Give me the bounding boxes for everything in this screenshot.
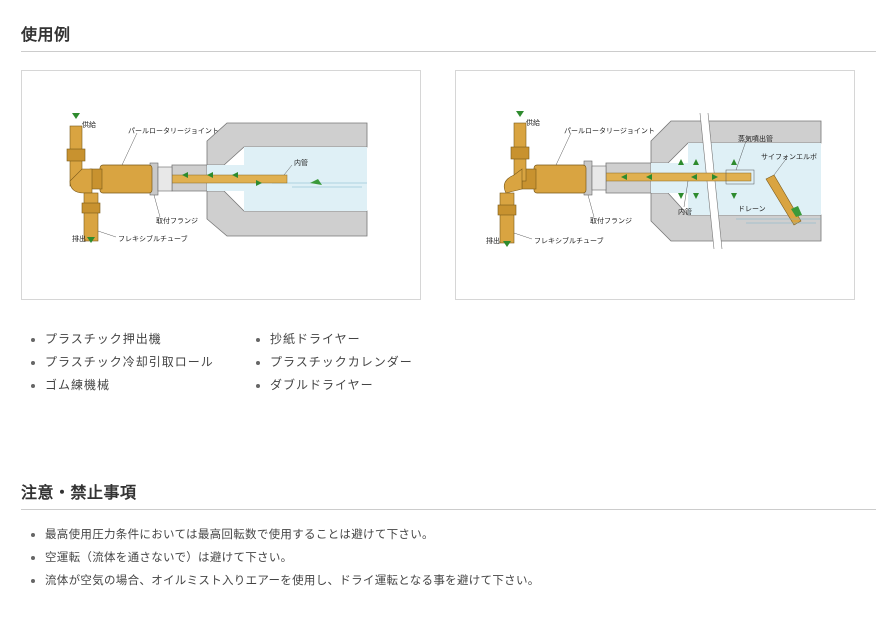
- list-item: ゴム練機械: [21, 374, 214, 397]
- label-supply: 供給: [526, 118, 540, 127]
- label-inner-pipe: 内管: [678, 207, 692, 216]
- label-flex-tube: フレキシブルチューブ: [534, 236, 604, 245]
- section-title-cautions: 注意・禁止事項: [21, 483, 137, 502]
- label-siphon-elbow: サイフォンエルボ: [761, 153, 817, 161]
- section-title-usage: 使用例: [21, 25, 71, 44]
- label-joint: パールロータリージョイント: [564, 126, 655, 135]
- label-discharge: 排出: [72, 234, 86, 243]
- list-item: プラスチック冷却引取ロール: [21, 351, 214, 374]
- usage-figure-2: 供給 パールロータリージョイント 蒸気噴出管 サイフォンエルボ 取付フランジ 内…: [455, 70, 855, 300]
- label-flange: 取付フランジ: [156, 216, 198, 225]
- label-joint: パールロータリージョイント: [128, 126, 219, 135]
- list-item: ダブルドライヤー: [246, 374, 413, 397]
- label-drain: ドレーン: [738, 205, 766, 213]
- usage-list-left: プラスチック押出機 プラスチック冷却引取ロール ゴム練機械: [21, 328, 214, 397]
- label-discharge: 排出: [486, 236, 500, 245]
- cautions-list: 最高使用圧力条件においては最高回転数で使用することは避けて下さい。 空運転（流体…: [21, 523, 540, 592]
- usage-list-right: 抄紙ドライヤー プラスチックカレンダー ダブルドライヤー: [246, 328, 413, 397]
- divider: [21, 509, 876, 510]
- rotary-joint-diagram-1: 供給 パールロータリージョイント 内管 取付フランジ 排出 フレキシブルチューブ: [66, 113, 368, 243]
- label-flange: 取付フランジ: [590, 216, 632, 225]
- caution-item: 最高使用圧力条件においては最高回転数で使用することは避けて下さい。: [21, 523, 540, 546]
- caution-item: 流体が空気の場合、オイルミスト入りエアーを使用し、ドライ運転となる事を避けて下さ…: [21, 569, 540, 592]
- list-item: プラスチックカレンダー: [246, 351, 413, 374]
- divider: [21, 51, 876, 52]
- rotary-joint-diagram-2: 供給 パールロータリージョイント 蒸気噴出管 サイフォンエルボ 取付フランジ 内…: [486, 111, 822, 250]
- label-flex-tube: フレキシブルチューブ: [118, 234, 188, 243]
- list-item: 抄紙ドライヤー: [246, 328, 413, 351]
- list-item: プラスチック押出機: [21, 328, 214, 351]
- caution-item: 空運転（流体を通さないで）は避けて下さい。: [21, 546, 540, 569]
- label-supply: 供給: [82, 120, 96, 129]
- usage-figure-1: 供給 パールロータリージョイント 内管 取付フランジ 排出 フレキシブルチューブ: [21, 70, 421, 300]
- label-steam-pipe: 蒸気噴出管: [738, 134, 773, 143]
- label-inner-pipe: 内管: [294, 158, 308, 167]
